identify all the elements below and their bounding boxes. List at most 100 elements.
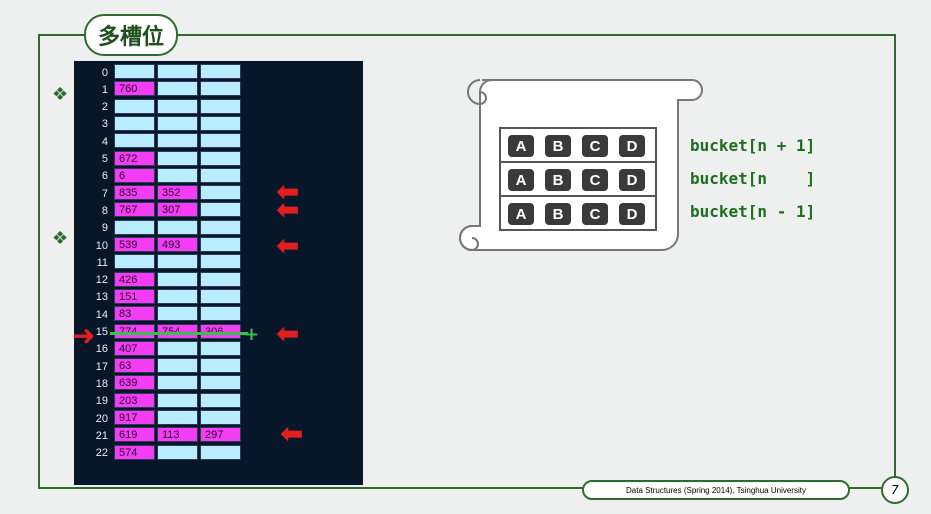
table-cell [157, 167, 198, 183]
table-cell: 754 [157, 323, 198, 339]
table-cell: 306 [200, 323, 241, 339]
table-row: 0 [74, 64, 274, 81]
left-arrow-icon: ⬅ [276, 193, 300, 226]
bucket-slot: C [582, 169, 608, 191]
bucket-slot: C [582, 203, 608, 225]
table-row: 5 672 [74, 150, 274, 168]
left-arrow-icon: ⬅ [280, 417, 304, 450]
table-cell [200, 358, 241, 374]
right-arrow-icon: ➜ [72, 319, 96, 352]
row-index: 4 [101, 135, 108, 148]
row-index: 19 [95, 395, 108, 408]
table-cell [157, 375, 198, 391]
row-index: 15 [95, 326, 108, 338]
table-cell [157, 392, 198, 408]
bucket-slot: A [508, 169, 534, 191]
row-index: 8 [101, 204, 108, 217]
table-cell [200, 202, 241, 218]
table-row: 22 574 [74, 444, 274, 462]
table-cell [157, 98, 198, 114]
slide-title: 多槽位 [84, 14, 179, 56]
table-cell: 307 [157, 202, 198, 218]
table-cell: 297 [200, 427, 241, 443]
table-cell [157, 150, 198, 166]
plus-icon: + [244, 324, 260, 345]
table-row: 19 203 [74, 392, 274, 410]
table-cell: 539 [114, 237, 155, 252]
table-cell: 760 [114, 81, 155, 97]
bucket-slot: B [545, 169, 571, 191]
table-cell: 352 [157, 185, 198, 201]
table-cell [114, 254, 155, 270]
table-cell [200, 133, 241, 149]
bucket-slot: D [619, 169, 645, 191]
table-cell [200, 81, 241, 97]
bucket-label: bucket[n + 1] [690, 136, 816, 155]
row-index: 22 [95, 447, 108, 460]
row-index: 17 [95, 360, 108, 373]
table-cell [157, 254, 198, 270]
left-arrow-icon: ⬅ [276, 229, 300, 262]
table-cell: 767 [114, 202, 155, 218]
scroll-illustration [459, 79, 703, 252]
table-cell [200, 392, 241, 408]
row-index: 10 [95, 239, 108, 252]
bucket-slot: D [619, 203, 645, 225]
row-index: 11 [96, 256, 108, 269]
table-cell [200, 64, 241, 79]
table-cell: 493 [157, 237, 198, 252]
table-cell: 574 [114, 444, 155, 460]
bucket-slot: B [545, 135, 571, 157]
table-cell [114, 98, 155, 114]
row-index: 5 [101, 153, 108, 165]
table-cell: 6 [114, 167, 155, 183]
table-cell [200, 375, 241, 391]
table-cell [157, 410, 198, 425]
table-cell [114, 64, 155, 79]
table-cell: 113 [157, 427, 198, 443]
table-cell [200, 410, 241, 425]
table-cell: 203 [114, 392, 155, 408]
table-cell [200, 115, 241, 131]
table-cell [157, 288, 198, 304]
row-index: 9 [101, 222, 108, 235]
row-index: 14 [95, 308, 108, 321]
row-index: 18 [95, 377, 108, 390]
left-arrow-icon: ⬅ [276, 175, 300, 208]
table-cell [200, 98, 241, 114]
row-index: 2 [101, 101, 108, 114]
table-cell [114, 115, 155, 131]
table-cell: 774 [114, 323, 155, 339]
table-cell [200, 185, 241, 201]
table-cell [200, 306, 241, 322]
table-cell: 83 [114, 306, 155, 322]
table-cell: 426 [114, 271, 155, 287]
table-row: 2 [74, 98, 274, 116]
row-index: 3 [101, 118, 108, 131]
table-cell: 917 [114, 410, 155, 425]
bucket-slot: A [508, 203, 534, 225]
table-cell [200, 167, 241, 183]
table-cell [200, 444, 241, 460]
table-cell [114, 133, 155, 149]
row-index: 16 [95, 343, 108, 356]
table-cell [200, 271, 241, 287]
row-index: 0 [101, 66, 108, 79]
bullet-icon: ❖ [52, 84, 69, 105]
table-cell [157, 358, 198, 374]
table-cell: 672 [114, 150, 155, 166]
row-index: 13 [95, 291, 108, 304]
table-cell [200, 237, 241, 252]
table-cell [157, 133, 198, 149]
row-index: 1 [101, 83, 108, 96]
